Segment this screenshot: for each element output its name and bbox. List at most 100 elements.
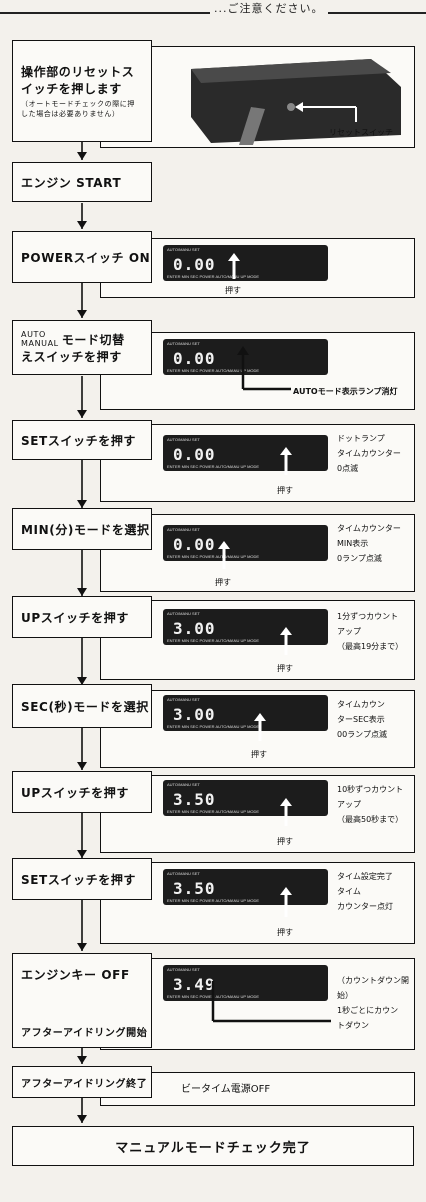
note-line: タイムカウンター xyxy=(337,524,401,533)
display-unit: AUTO/MANU SET 3.50 ENTER MIN SEC POWER A… xyxy=(163,869,328,905)
step-set2: SETスイッチを押す xyxy=(12,858,152,900)
note-line: 10秒ずつカウント xyxy=(337,785,404,794)
header-strip: ...ご注意ください。 xyxy=(0,0,426,18)
note-line: 0点滅 xyxy=(337,464,359,473)
press-arrow xyxy=(280,887,292,917)
unit-photo xyxy=(191,59,401,145)
label-manual: MANUAL xyxy=(21,339,59,348)
note-line: （最高19分まで） xyxy=(337,642,404,651)
panel-after-end: ビータイム電源OFF xyxy=(100,1072,415,1106)
push-label: 押す xyxy=(277,664,293,673)
panel-engine-key: AUTO/MANU SET 3.49 ENTER MIN SEC POWER A… xyxy=(100,958,415,1050)
step-up1: UPスイッチを押す xyxy=(12,596,152,638)
step-up1-label: UPスイッチを押す xyxy=(21,610,129,625)
panel-set2: AUTO/MANU SET 3.50 ENTER MIN SEC POWER A… xyxy=(100,862,415,944)
arrow-head xyxy=(77,1056,87,1064)
display-unit: AUTO/MANU SET 3.00 ENTER MIN SEC POWER A… xyxy=(163,695,328,731)
keypad-bottom: ENTER MIN SEC POWER AUTO/MANU UP MODE xyxy=(167,464,260,469)
display-unit: AUTO/MANU SET 3.50 ENTER MIN SEC POWER A… xyxy=(163,780,328,816)
display-unit: AUTO/MANU SET 0.00 ENTER MIN SEC POWER A… xyxy=(163,435,328,471)
arrow-head xyxy=(77,221,87,229)
step-auto-manual: AUTO MANUAL モード切替 えスイッチを押す xyxy=(12,320,152,375)
panel-sec: AUTO/MANU SET 3.00 ENTER MIN SEC POWER A… xyxy=(100,690,415,768)
lcd-readout: 3.50 xyxy=(173,879,216,898)
lcd-readout: 3.49 xyxy=(173,975,216,994)
sec-note: タイムカウン ターSEC表示 00ランプ点滅 xyxy=(337,697,387,742)
lcd-readout: 0.00 xyxy=(173,535,216,554)
arrow-head xyxy=(77,1115,87,1123)
push-label: 押す xyxy=(215,578,231,587)
lcd-readout: 3.00 xyxy=(173,619,216,638)
step-set-label: SETスイッチを押す xyxy=(21,433,137,448)
keypad-top: AUTO/MANU SET xyxy=(167,611,200,616)
step-auto-manual-line1: モード切替 xyxy=(61,332,125,347)
display-unit: AUTO/MANU SET 0.00 ENTER MIN SEC POWER A… xyxy=(163,525,328,561)
keypad-top: AUTO/MANU SET xyxy=(167,247,200,252)
note-line: タイム xyxy=(337,887,361,896)
panel-auto-manual: AUTO/MANU SET 0.00 ENTER MIN SEC POWER A… xyxy=(100,332,415,410)
step-engine-start: エンジン START xyxy=(12,162,152,202)
display-unit: AUTO/MANU SET 3.00 ENTER MIN SEC POWER A… xyxy=(163,609,328,645)
step-engine-start-label: エンジン START xyxy=(21,175,122,190)
keypad-bottom: ENTER MIN SEC POWER AUTO/MANU UP MODE xyxy=(167,809,260,814)
panel-min: AUTO/MANU SET 0.00 ENTER MIN SEC POWER A… xyxy=(100,514,415,592)
keypad-bottom: ENTER MIN SEC POWER AUTO/MANU UP MODE xyxy=(167,724,260,729)
arrow-head xyxy=(77,677,87,685)
panel-power: AUTO/MANU SET 0.00 ENTER MIN SEC POWER A… xyxy=(100,238,415,298)
set2-note: タイム設定完了 タイム カウンター点灯 xyxy=(337,869,393,914)
push-label: 押す xyxy=(277,486,293,495)
auto-lamp-note: AUTOモード表示ランプ消灯 xyxy=(293,387,398,396)
step-power: POWERスイッチ ON xyxy=(12,231,152,283)
note-line: カウンター点灯 xyxy=(337,902,393,911)
panel-set: AUTO/MANU SET 0.00 ENTER MIN SEC POWER A… xyxy=(100,424,415,502)
step-complete-label: マニュアルモードチェック完了 xyxy=(115,1140,311,1156)
press-arrow xyxy=(280,447,292,475)
note-line: 1分ずつカウント xyxy=(337,612,399,621)
panel-up2: AUTO/MANU SET 3.50 ENTER MIN SEC POWER A… xyxy=(100,775,415,853)
label-auto: AUTO xyxy=(21,330,46,339)
note-line: トダウン xyxy=(337,1021,369,1030)
press-arrow xyxy=(218,541,230,569)
keypad-bottom: ENTER MIN SEC POWER AUTO/MANU UP MODE xyxy=(167,274,260,279)
step-reset-line1: 操作部のリセットス xyxy=(21,65,135,79)
press-arrow xyxy=(254,713,266,741)
note-line: ドットランプ xyxy=(337,434,385,443)
display-unit: AUTO/MANU SET 0.00 ENTER MIN SEC POWER A… xyxy=(163,245,328,281)
panel-reset: リセットスイッチ xyxy=(100,46,415,148)
step-min: MIN(分)モードを選択 xyxy=(12,508,152,550)
set-note: ドットランプ タイムカウンター 0点滅 xyxy=(337,431,401,476)
keypad-top: AUTO/MANU SET xyxy=(167,437,200,442)
step-complete: マニュアルモードチェック完了 xyxy=(12,1126,414,1166)
arrow-head xyxy=(77,588,87,596)
keypad-bottom: ENTER MIN SEC POWER AUTO/MANU UP MODE xyxy=(167,368,260,373)
step-reset-sub1: （オートモードチェックの際に押 xyxy=(21,100,135,108)
note-line: 1秒ごとにカウン xyxy=(337,1006,399,1015)
step-after-idling-start-label: アフターアイドリング開始 xyxy=(21,1028,148,1039)
lcd-readout: 0.00 xyxy=(173,445,216,464)
keypad-top: AUTO/MANU SET xyxy=(167,527,200,532)
step-engine-key: エンジンキー OFF アフターアイドリング開始 xyxy=(12,953,152,1048)
step-power-label: POWERスイッチ ON xyxy=(21,250,151,265)
arrow-head xyxy=(77,850,87,858)
keypad-bottom: ENTER MIN SEC POWER AUTO/MANU UP MODE xyxy=(167,638,260,643)
step-reset-sub2: した場合は必要ありません） xyxy=(21,110,120,118)
push-label: 押す xyxy=(251,750,267,759)
step-set: SETスイッチを押す xyxy=(12,420,152,460)
step-sec: SEC(秒)モードを選択 xyxy=(12,684,152,728)
note-line: タイムカウンター xyxy=(337,449,401,458)
press-arrow xyxy=(280,798,292,826)
keypad-top: AUTO/MANU SET xyxy=(167,341,200,346)
note-line: アップ xyxy=(337,800,361,809)
note-line: MIN表示 xyxy=(337,539,369,548)
note-line: タイム設定完了 xyxy=(337,872,393,881)
countdown-pointer xyxy=(211,981,331,1023)
note-line: タイムカウン xyxy=(337,700,385,709)
lcd-readout: 3.50 xyxy=(173,790,216,809)
keypad-top: AUTO/MANU SET xyxy=(167,782,200,787)
step-up2-label: UPスイッチを押す xyxy=(21,785,129,800)
arrow-head xyxy=(77,500,87,508)
lcd-readout: 0.00 xyxy=(173,255,216,274)
push-label: 押す xyxy=(277,928,293,937)
min-note: タイムカウンター MIN表示 0ランプ点滅 xyxy=(337,521,401,566)
